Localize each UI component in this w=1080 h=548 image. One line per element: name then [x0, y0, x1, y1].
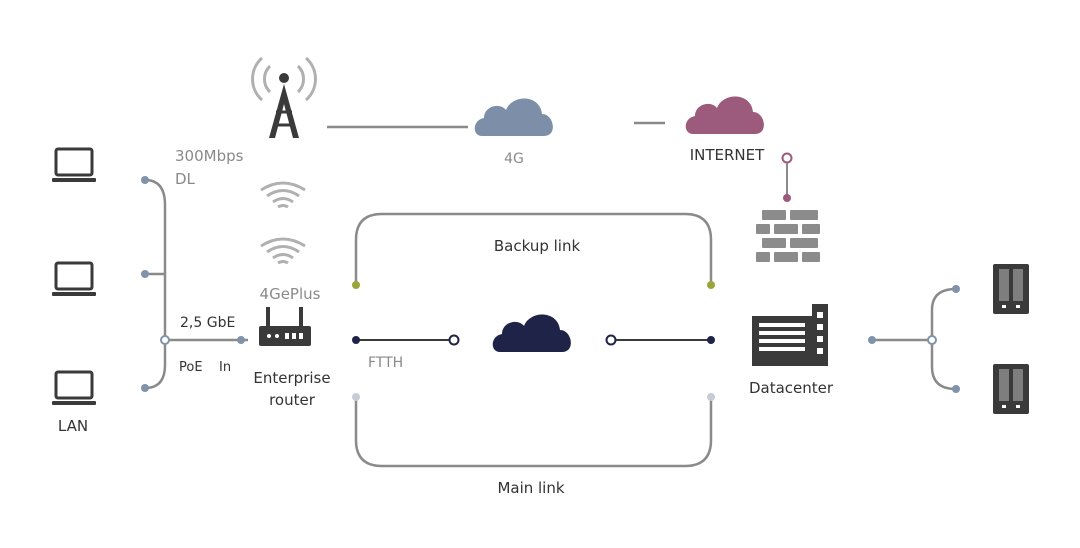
laptop-icon: [50, 261, 98, 298]
lan-hub-dot: [160, 335, 170, 345]
connector-lines: [144, 121, 957, 468]
backup-link-label: Backup link: [494, 237, 581, 255]
ftth-right-dot: [707, 336, 715, 344]
datacenter-label: Datacenter: [749, 379, 834, 397]
dl-label: DL: [175, 170, 196, 188]
cloud-icon-ftth: [492, 314, 571, 352]
antenna-tower-icon: [251, 56, 317, 138]
main-link-line: [354, 397, 713, 468]
main-link-label: Main link: [497, 479, 564, 497]
gbe-label: 2,5 GbE: [180, 315, 235, 331]
ftth-right-open-dot: [605, 334, 617, 346]
wifi-signal-icon: [259, 237, 307, 265]
backup-left-dot: [352, 281, 360, 289]
firewall-dot: [783, 194, 791, 202]
server-icon: [993, 264, 1029, 314]
connection-dots: [141, 152, 960, 401]
ftth-left-open-dot: [448, 334, 460, 346]
laptop-icon: [50, 147, 98, 184]
server-icon: [993, 364, 1029, 414]
lan-dot-1: [141, 176, 149, 184]
wifi-signal-icon: [259, 181, 307, 209]
cloud-icon-4g: [474, 98, 553, 136]
router-label-line2: router: [269, 391, 316, 409]
router-icon: [259, 307, 311, 346]
router-in-dot: [237, 336, 245, 344]
poe-label: PoE: [179, 360, 203, 375]
in-label: In: [219, 360, 231, 375]
internet-label: INTERNET: [690, 146, 765, 164]
server-hub-dot: [927, 335, 937, 345]
main-right-dot: [707, 393, 715, 401]
speed-label: 300Mbps: [175, 147, 244, 165]
laptop-icon: [50, 370, 98, 407]
4g-label: 4G: [504, 151, 524, 167]
lan-dot-3: [141, 384, 149, 392]
firewall-icon: [756, 210, 820, 262]
main-left-dot: [352, 393, 360, 401]
4geplus-label: 4GePlus: [260, 285, 321, 303]
router-label-line1: Enterprise: [253, 369, 330, 387]
lan-dot-2: [141, 270, 149, 278]
datacenter-dot: [868, 336, 876, 344]
internet-dot: [781, 152, 793, 164]
server-dot-2: [952, 385, 960, 393]
lan-bus-line: [144, 178, 167, 390]
backup-link-line: [354, 212, 713, 285]
ftth-left-dot: [352, 336, 360, 344]
cloud-icon-internet: [685, 96, 764, 134]
datacenter-building-icon: [752, 304, 828, 366]
server-dot-1: [952, 285, 960, 293]
ftth-label: FTTH: [368, 355, 403, 371]
backup-right-dot: [707, 281, 715, 289]
lan-label: LAN: [58, 417, 88, 435]
